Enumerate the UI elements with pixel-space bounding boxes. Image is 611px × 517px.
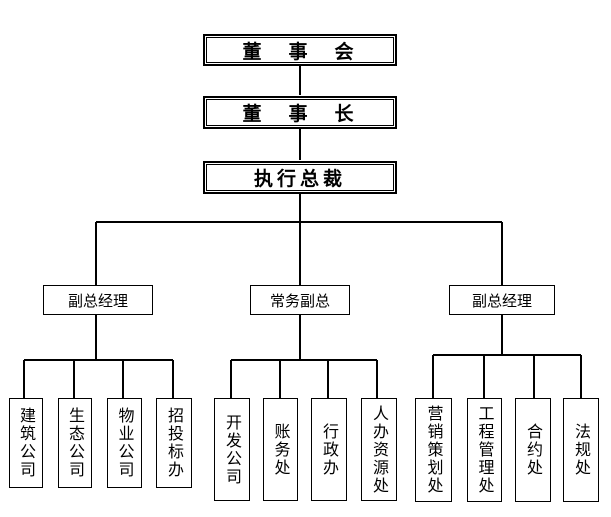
board-of-directors-label: 董 事 会 (242, 40, 358, 63)
board-of-directors-box: 董 事 会 (203, 34, 397, 66)
chairman-box: 董 事 长 (203, 96, 397, 129)
unit-contracts-office: 合约处 (515, 398, 551, 502)
vp-label: 副总经理 (67, 291, 128, 310)
ceo-box: 执行总裁 (203, 161, 397, 194)
executive-vp-label: 常务副总 (269, 291, 330, 310)
vp-box-left: 副总经理 (43, 285, 153, 315)
unit-human-resources-office: 人办资源处 (361, 398, 397, 501)
unit-engineering-management-office: 工程管理处 (467, 398, 502, 502)
ceo-label: 执行总裁 (253, 168, 346, 190)
unit-ecology-company: 生态公司 (58, 398, 92, 488)
unit-accounts-office: 账务处 (263, 398, 298, 501)
unit-bidding-office: 招投标办 (156, 398, 192, 488)
chairman-label: 董 事 长 (242, 103, 358, 125)
unit-administration-office: 行政办 (311, 398, 347, 501)
vp-label: 副总经理 (471, 291, 532, 310)
executive-vp-box: 常务副总 (250, 285, 350, 315)
unit-development-company: 开发公司 (214, 398, 250, 501)
unit-property-company: 物业公司 (107, 398, 142, 488)
unit-construction-company: 建筑公司 (9, 398, 43, 488)
vp-box-right: 副总经理 (449, 285, 555, 315)
unit-marketing-planning-office: 营销策划处 (415, 398, 452, 502)
unit-regulations-office: 法规处 (563, 398, 599, 502)
